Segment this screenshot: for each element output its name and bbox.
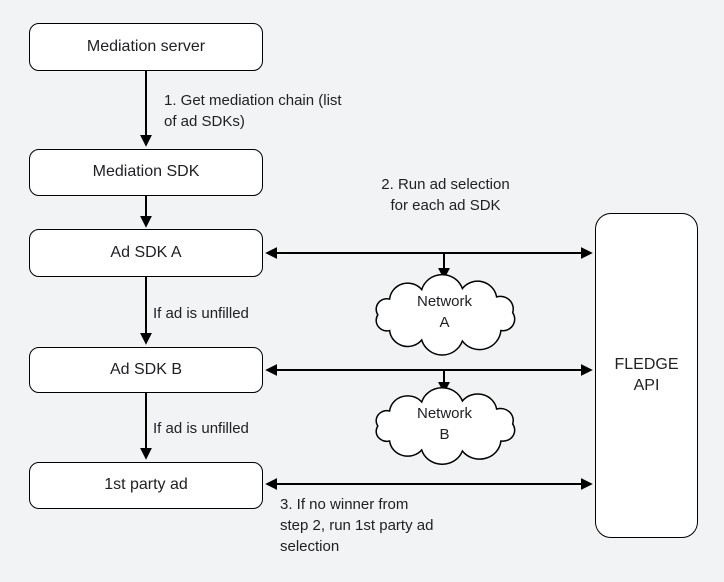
node-mediation-sdk: Mediation SDK xyxy=(29,149,263,196)
annotation-step-1: 1. Get mediation chain (list of ad SDKs) xyxy=(164,92,342,130)
node-ad-sdk-b: Ad SDK B xyxy=(29,347,263,393)
node-mediation-server: Mediation server xyxy=(29,23,263,71)
network-b-label: Network B xyxy=(416,405,472,443)
annotation-unfilled-a: If ad is unfilled xyxy=(153,305,249,322)
node-first-party-ad: 1st party ad xyxy=(29,462,263,509)
annotation-unfilled-b: If ad is unfilled xyxy=(153,420,249,437)
node-ad-sdk-a: Ad SDK A xyxy=(29,229,263,277)
network-b-cloud-icon xyxy=(376,388,514,465)
network-a-cloud-icon xyxy=(376,275,514,355)
node-fledge-api: FLEDGE API xyxy=(595,213,698,538)
network-a-label: Network A xyxy=(416,293,472,331)
annotation-step-2: 2. Run ad selection for each ad SDK xyxy=(381,176,510,214)
annotation-step-3: 3. If no winner from step 2, run 1st par… xyxy=(280,496,434,555)
